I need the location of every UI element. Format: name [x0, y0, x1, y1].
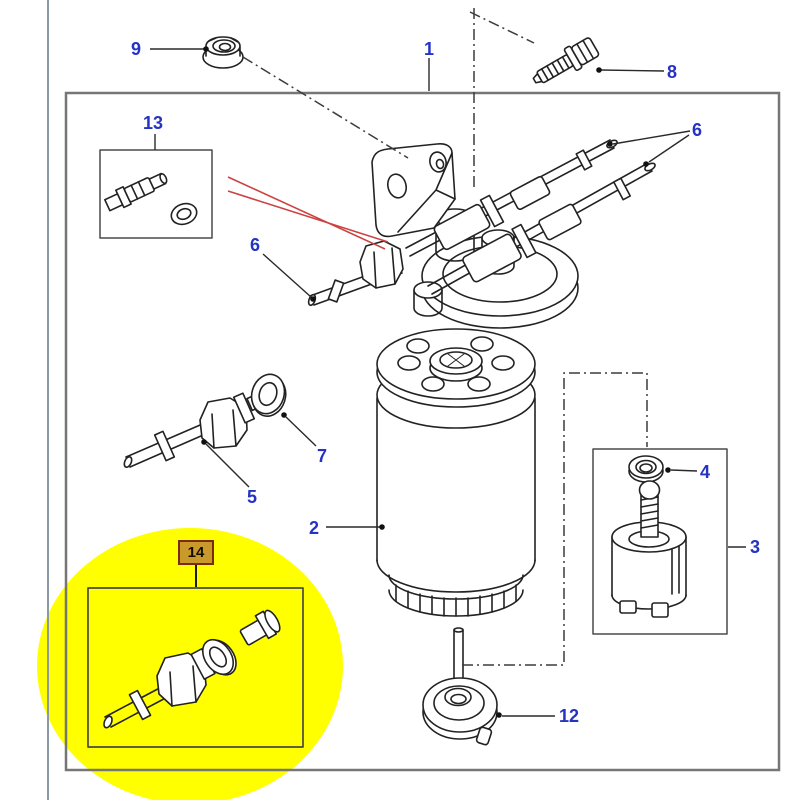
fitting-kit-box-14	[87, 587, 304, 748]
filter-head-assembly-drawing	[307, 139, 656, 329]
callout-3[interactable]: 3	[750, 537, 761, 557]
nut-part-9-drawing	[202, 36, 244, 69]
mount-kit-box-3	[592, 448, 728, 635]
callout-5[interactable]: 5	[247, 487, 258, 507]
callout-7[interactable]: 7	[317, 446, 328, 466]
highlighted-callout-14[interactable]: 14	[178, 540, 214, 565]
insulator-mount-part-3-drawing	[611, 480, 687, 618]
alignment-lines	[242, 8, 648, 666]
callout-4[interactable]: 4	[700, 462, 711, 482]
main-border-box	[64, 91, 781, 772]
leader-dots	[201, 46, 671, 718]
drain-part-12-drawing	[422, 627, 498, 746]
callout-6-right[interactable]: 6	[692, 120, 703, 140]
bolt-part-8-drawing	[532, 37, 600, 84]
fuel-filter-cartridge-part-2-drawing	[376, 328, 536, 617]
leader-lines	[150, 48, 746, 717]
washer-part-4-drawing	[628, 455, 664, 483]
callout-8[interactable]: 8	[667, 62, 678, 82]
callout-12[interactable]: 12	[559, 706, 580, 726]
fitting-kit-box-13	[99, 149, 213, 239]
fitting-part-5-drawing	[123, 392, 264, 468]
callout-9[interactable]: 9	[131, 39, 142, 59]
callout-6-left[interactable]: 6	[250, 235, 261, 255]
washer-part-7-drawing	[250, 373, 287, 417]
callout-1[interactable]: 1	[424, 39, 435, 59]
callout-13[interactable]: 13	[143, 113, 164, 133]
callout-2[interactable]: 2	[309, 518, 320, 538]
red-reference-lines	[227, 176, 389, 250]
